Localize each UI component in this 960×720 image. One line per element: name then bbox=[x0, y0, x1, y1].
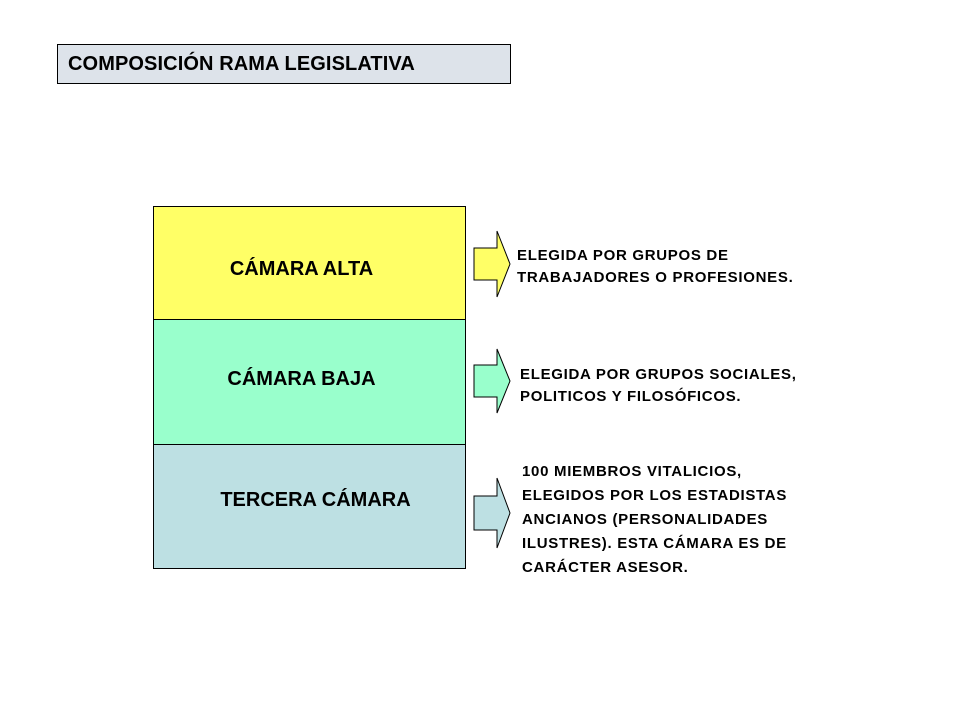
description-line: 100 MIEMBROS VITALICIOS, bbox=[522, 463, 742, 480]
description-line: ELEGIDA POR GRUPOS SOCIALES, bbox=[520, 366, 797, 383]
chamber-tercera-box: TERCERA CÁMARA bbox=[153, 445, 466, 569]
description-line: POLITICOS Y FILOSÓFICOS. bbox=[520, 388, 742, 405]
right-block-arrow-icon bbox=[473, 348, 511, 414]
right-block-arrow-icon bbox=[473, 477, 511, 549]
chamber-baja-box: CÁMARA BAJA bbox=[153, 320, 466, 445]
description-line: ANCIANOS (PERSONALIDADES bbox=[522, 511, 768, 528]
description-line: TRABAJADORES O PROFESIONES. bbox=[517, 269, 794, 286]
chamber-tercera-description: 100 MIEMBROS VITALICIOS, ELEGIDOS POR LO… bbox=[522, 460, 787, 580]
chamber-alta-label: CÁMARA ALTA bbox=[229, 257, 374, 280]
description-line: ILUSTRES). ESTA CÁMARA ES DE bbox=[522, 535, 787, 552]
description-line: CARÁCTER ASESOR. bbox=[522, 559, 689, 576]
description-line: ELEGIDA POR GRUPOS DE bbox=[517, 247, 729, 264]
diagram-title: COMPOSICIÓN RAMA LEGISLATIVA bbox=[57, 44, 511, 84]
diagram-title-text: COMPOSICIÓN RAMA LEGISLATIVA bbox=[68, 52, 415, 75]
chamber-alta-box: CÁMARA ALTA bbox=[153, 206, 466, 320]
chamber-baja-description: ELEGIDA POR GRUPOS SOCIALES, POLITICOS Y… bbox=[520, 364, 797, 408]
chamber-alta-description: ELEGIDA POR GRUPOS DE TRABAJADORES O PRO… bbox=[517, 245, 793, 289]
description-line: ELEGIDOS POR LOS ESTADISTAS bbox=[522, 487, 788, 504]
chamber-baja-label: CÁMARA BAJA bbox=[227, 367, 376, 390]
right-block-arrow-icon bbox=[473, 230, 511, 298]
chamber-tercera-label: TERCERA CÁMARA bbox=[220, 489, 411, 511]
chamber-stack: CÁMARA ALTA CÁMARA BAJA TERCERA CÁMARA bbox=[153, 206, 466, 569]
